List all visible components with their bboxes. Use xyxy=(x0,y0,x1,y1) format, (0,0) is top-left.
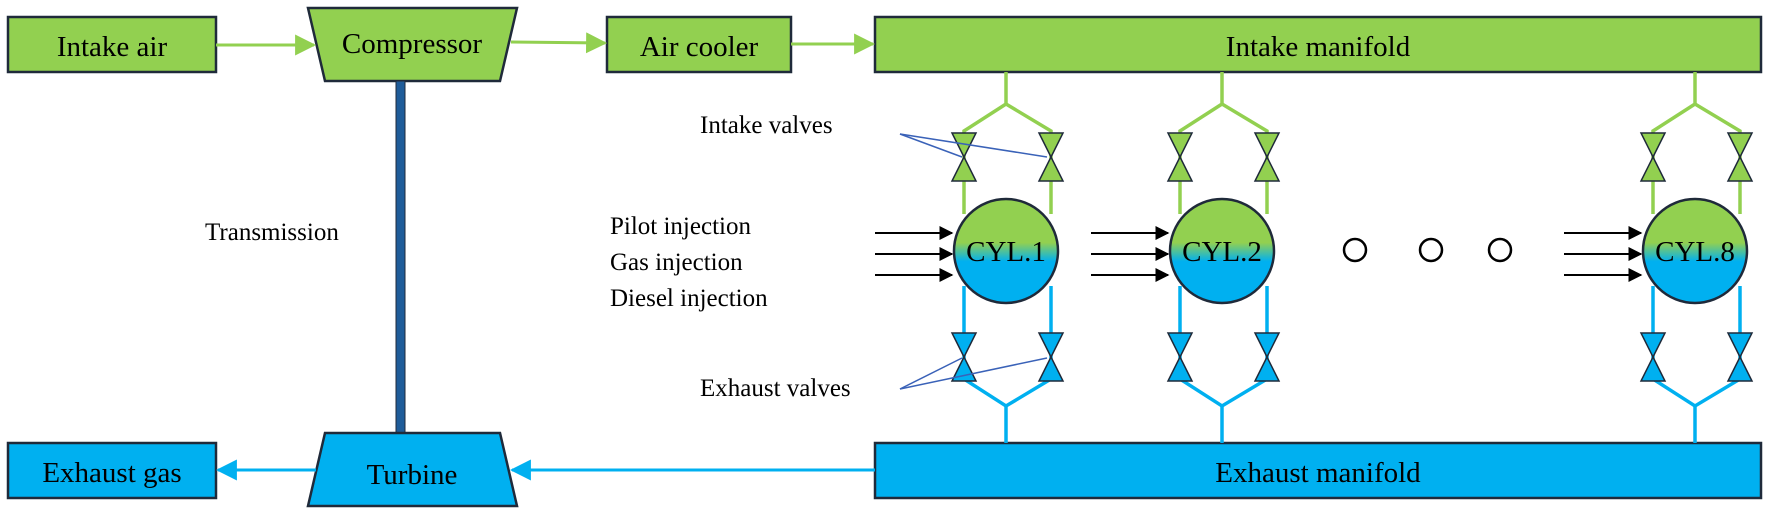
valve-icon xyxy=(1639,132,1667,182)
gas-injection-label: Gas injection xyxy=(610,249,743,276)
compressor-label: Compressor xyxy=(342,28,483,60)
valve-icon xyxy=(1253,132,1281,182)
intake-manifold-box xyxy=(873,15,1763,74)
exhaust-manifold-label: Exhaust manifold xyxy=(1215,457,1421,489)
intake-air-label: Intake air xyxy=(57,31,168,63)
intake-valves-pointer xyxy=(899,133,1048,158)
valve-icon xyxy=(1037,332,1065,382)
flow-arrow-compressor-to-cooler xyxy=(510,32,608,54)
cylinder-group-1: CYL.1 xyxy=(875,72,1065,443)
cylinder-8 xyxy=(1641,197,1749,305)
cylinder-8-label: CYL.8 xyxy=(1655,236,1735,268)
valve-icon xyxy=(1726,332,1754,382)
diesel-injection-label: Diesel injection xyxy=(610,285,768,312)
cylinder-group-2: CYL.2 xyxy=(1091,72,1281,443)
valve-icon xyxy=(1037,132,1065,182)
intake-valves-label: Intake valves xyxy=(700,112,833,139)
intake-air-box xyxy=(6,15,218,74)
cylinder-2 xyxy=(1168,197,1276,305)
valve-icon xyxy=(950,332,978,382)
valve-icon xyxy=(1166,332,1194,382)
cylinder-1-label: CYL.1 xyxy=(966,236,1046,268)
exhaust-valves-pointer xyxy=(899,357,1048,390)
exhaust-valves-label: Exhaust valves xyxy=(700,375,851,402)
valve-icon xyxy=(950,132,978,182)
air-cooler-label: Air cooler xyxy=(640,31,759,63)
cylinder-1 xyxy=(952,197,1060,305)
exhaust-gas-box xyxy=(6,441,218,500)
transmission-label: Transmission xyxy=(205,219,339,246)
valve-icon xyxy=(1166,132,1194,182)
turbine-label: Turbine xyxy=(367,459,458,491)
exhaust-valves-pointer xyxy=(899,357,963,390)
compressor-shape xyxy=(306,6,519,83)
cylinder-group-8: CYL.8 xyxy=(1564,72,1754,443)
intake-valves-pointer xyxy=(899,133,963,158)
pilot-injection-label: Pilot injection xyxy=(610,213,751,240)
intake-manifold-label: Intake manifold xyxy=(1226,31,1411,63)
exhaust-gas-label: Exhaust gas xyxy=(42,457,181,489)
exhaust-manifold-box xyxy=(873,441,1763,500)
transmission-shaft xyxy=(395,80,406,434)
cylinder-2-label: CYL.2 xyxy=(1182,236,1262,268)
ellipsis-mark xyxy=(1487,237,1513,263)
valve-icon xyxy=(1639,332,1667,382)
ellipsis-mark xyxy=(1342,237,1368,263)
valve-icon xyxy=(1253,332,1281,382)
turbine-shape xyxy=(306,431,519,508)
valve-icon xyxy=(1726,132,1754,182)
ellipsis-mark xyxy=(1418,237,1444,263)
